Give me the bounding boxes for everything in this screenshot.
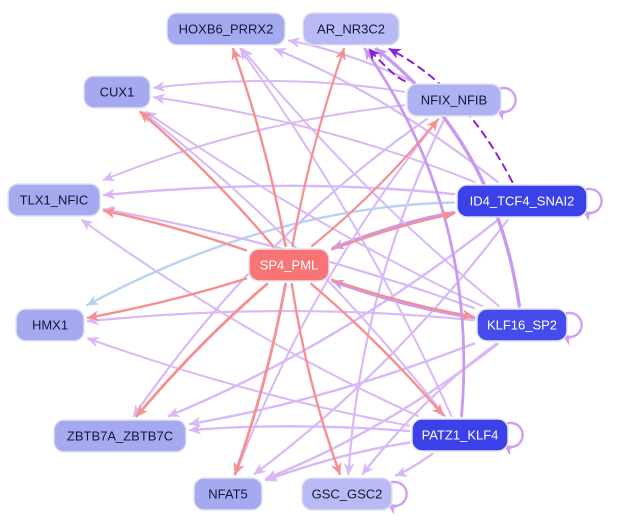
- edge-SP4_PML-TLX1_NFIC: [102, 207, 248, 252]
- selfloop-GSC_GSC2: [386, 480, 408, 515]
- node-box[interactable]: [166, 12, 286, 46]
- selfloop-NFIX_NFIB: [495, 86, 517, 121]
- edge-SP4_PML-NFAT5: [233, 282, 287, 476]
- edge-SP4_PML-NFIX_NFIB: [311, 118, 439, 248]
- node-AR_NR3C2[interactable]: AR_NR3C2: [302, 12, 400, 46]
- edge-SP4_PML-GSC_GSC2: [290, 282, 342, 476]
- edge-ID4_TCF4_SNAI2-HOXB6_PRRX2: [273, 47, 499, 184]
- edge-PATZ1_KLF4-NFAT5: [264, 441, 411, 482]
- node-NFAT5[interactable]: NFAT5: [193, 477, 263, 511]
- node-NFIX_NFIB[interactable]: NFIX_NFIB: [406, 83, 502, 117]
- node-box[interactable]: [456, 184, 588, 218]
- edge-NFIX_NFIB-AR_NR3C2: [368, 48, 406, 82]
- node-PATZ1_KLF4[interactable]: PATZ1_KLF4: [411, 418, 509, 452]
- node-box[interactable]: [302, 12, 400, 46]
- node-GSC_GSC2[interactable]: GSC_GSC2: [301, 477, 393, 511]
- edge-PATZ1_KLF4-HOXB6_PRRX2: [239, 48, 453, 417]
- edge-KLF16_SP2-AR_NR3C2: [374, 47, 521, 308]
- edge-PATZ1_KLF4-TLX1_NFIC: [80, 219, 419, 417]
- edge-ID4_TCF4_SNAI2-CUX1: [152, 93, 476, 183]
- edge-SP4_PML-PATZ1_KLF4: [310, 282, 445, 417]
- edge-SP4_PML-CUX1: [139, 110, 275, 248]
- edge-KLF16_SP2-CUX1: [145, 111, 483, 307]
- node-box[interactable]: [193, 477, 263, 511]
- edge-KLF16_SP2-ZBTB7A_ZBTB7C: [188, 342, 476, 428]
- edge-SP4_PML-ID4_TCF4_SNAI2: [330, 210, 455, 251]
- edge-SP4_PML-KLF16_SP2: [330, 278, 475, 320]
- edge-NFIX_NFIB-GSC_GSC2: [343, 117, 446, 476]
- node-HOXB6_PRRX2[interactable]: HOXB6_PRRX2: [166, 12, 286, 46]
- edge-PATZ1_KLF4-HMX1: [86, 337, 410, 427]
- edge-KLF16_SP2-HOXB6_PRRX2: [241, 48, 500, 307]
- node-SP4_PML[interactable]: SP4_PML: [248, 248, 330, 282]
- edge-KLF16_SP2-HMX1: [86, 309, 476, 326]
- edge-layer: [80, 37, 603, 515]
- edge-ID4_TCF4_SNAI2-HMX1: [86, 201, 456, 307]
- node-box[interactable]: [7, 183, 101, 217]
- selfloop-ID4_TCF4_SNAI2: [581, 187, 603, 222]
- node-ID4_TCF4_SNAI2[interactable]: ID4_TCF4_SNAI2: [456, 184, 588, 218]
- edge-SP4_PML-HOXB6_PRRX2: [231, 47, 287, 248]
- node-HMX1[interactable]: HMX1: [15, 308, 85, 342]
- edge-NFIX_NFIB-TLX1_NFIC: [102, 104, 405, 181]
- edge-SP4_PML-AR_NR3C2: [291, 47, 346, 248]
- node-box[interactable]: [53, 419, 187, 453]
- node-CUX1[interactable]: CUX1: [83, 75, 151, 109]
- node-box[interactable]: [476, 308, 568, 342]
- node-box[interactable]: [301, 477, 393, 511]
- selfloop-PATZ1_KLF4: [502, 421, 524, 456]
- node-box[interactable]: [406, 83, 502, 117]
- selfloop-KLF16_SP2: [561, 311, 583, 346]
- edge-NFIX_NFIB-HOXB6_PRRX2: [287, 37, 413, 83]
- node-TLX1_NFIC[interactable]: TLX1_NFIC: [7, 183, 101, 217]
- edge-SP4_PML-ZBTB7A_ZBTB7C: [135, 282, 269, 418]
- edge-NFIX_NFIB-CUX1: [152, 79, 405, 93]
- edge-ID4_TCF4_SNAI2-NFAT5: [253, 218, 509, 476]
- edge-PATZ1_KLF4-AR_NR3C2: [363, 47, 466, 418]
- node-box[interactable]: [248, 248, 330, 282]
- node-KLF16_SP2[interactable]: KLF16_SP2: [476, 308, 568, 342]
- node-box[interactable]: [83, 75, 151, 109]
- edge-KLF16_SP2-GSC_GSC2: [361, 342, 497, 476]
- edge-ID4_TCF4_SNAI2-ZBTB7A_ZBTB7C: [167, 218, 500, 418]
- edge-SP4_PML-HMX1: [86, 277, 248, 322]
- node-box[interactable]: [15, 308, 85, 342]
- edge-PATZ1_KLF4-ZBTB7A_ZBTB7C: [188, 423, 411, 435]
- edge-PATZ1_KLF4-GSC_GSC2: [394, 452, 434, 477]
- edge-KLF16_SP2-SP4_PML: [331, 279, 476, 320]
- node-box[interactable]: [411, 418, 509, 452]
- edge-NFIX_NFIB-NFAT5: [234, 118, 440, 476]
- node-ZBTB7A_ZBTB7C[interactable]: ZBTB7A_ZBTB7C: [53, 419, 187, 453]
- edge-ID4_TCF4_SNAI2-TLX1_NFIC: [102, 184, 456, 200]
